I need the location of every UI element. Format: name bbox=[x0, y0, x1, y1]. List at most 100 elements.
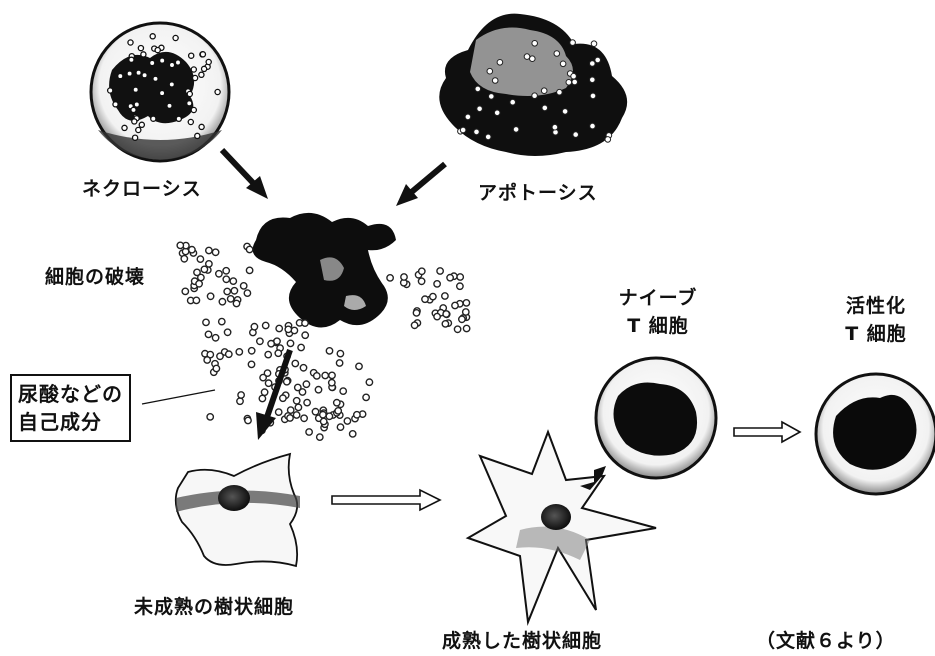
granule-dot bbox=[457, 274, 463, 280]
granule-dot bbox=[136, 127, 141, 132]
label-mature-dc: 成熟した樹状細胞 bbox=[442, 626, 602, 653]
granule-dot bbox=[293, 412, 299, 418]
granule-dot bbox=[401, 274, 407, 280]
granule-dot bbox=[212, 249, 218, 255]
granule-dot bbox=[127, 71, 132, 76]
granule-dot bbox=[160, 91, 165, 96]
granule-dot bbox=[590, 93, 596, 99]
activated-t-line1: 活性化 bbox=[822, 292, 930, 320]
granule-dot bbox=[219, 318, 225, 324]
granule-dot bbox=[133, 135, 138, 140]
granule-dot bbox=[595, 57, 601, 63]
naive-t-line2: T 細胞 bbox=[600, 312, 716, 340]
granule-dot bbox=[265, 351, 271, 357]
granule-dot bbox=[129, 57, 134, 62]
granule-dot bbox=[566, 80, 572, 86]
granule-dot bbox=[454, 326, 460, 332]
granule-dot bbox=[300, 365, 306, 371]
granule-dot bbox=[238, 392, 244, 398]
granule-dot bbox=[175, 60, 180, 65]
arrow-apoptosis-to-destruction bbox=[396, 164, 445, 206]
granule-dot bbox=[413, 310, 419, 316]
granule-dot bbox=[187, 101, 192, 106]
label-necrosis: ネクローシス bbox=[82, 174, 202, 201]
granule-dot bbox=[487, 68, 493, 74]
granule-dot bbox=[280, 395, 286, 401]
granule-dot bbox=[245, 417, 251, 423]
granule-dot bbox=[150, 34, 155, 39]
granule-dot bbox=[344, 418, 350, 424]
granule-dot bbox=[434, 313, 440, 319]
granule-dot bbox=[590, 123, 596, 129]
granule-dot bbox=[284, 379, 290, 385]
granule-dot bbox=[113, 102, 118, 107]
granule-dot bbox=[230, 278, 236, 284]
granule-dot bbox=[422, 296, 428, 302]
arrow-immature-to-mature bbox=[332, 490, 440, 510]
granule-dot bbox=[418, 278, 424, 284]
granule-dot bbox=[207, 293, 213, 299]
granule-dot bbox=[189, 53, 194, 58]
granule-dot bbox=[336, 360, 342, 366]
granule-dot bbox=[131, 107, 136, 112]
granule-dot bbox=[188, 119, 193, 124]
granule-dot bbox=[223, 268, 229, 274]
granule-dot bbox=[223, 276, 229, 282]
granule-dot bbox=[287, 340, 293, 346]
granule-dot bbox=[304, 399, 310, 405]
granule-dot bbox=[337, 350, 343, 356]
label-activated-t-cell: 活性化 T 細胞 bbox=[822, 292, 930, 348]
granule-dot bbox=[510, 99, 516, 105]
granule-dot bbox=[303, 381, 309, 387]
granule-dot bbox=[155, 48, 160, 53]
granule-dot bbox=[276, 325, 282, 331]
granule-dot bbox=[532, 93, 538, 99]
granule-dot bbox=[560, 61, 566, 67]
granule-dot bbox=[302, 332, 308, 338]
granule-dot bbox=[334, 400, 340, 406]
granule-dot bbox=[572, 79, 578, 85]
granule-dot bbox=[276, 409, 282, 415]
granule-dot bbox=[320, 412, 326, 418]
self-components-line1: 尿酸などの bbox=[18, 380, 123, 408]
granule-dot bbox=[457, 283, 463, 289]
granule-dot bbox=[244, 290, 250, 296]
granule-dot bbox=[295, 404, 301, 410]
granule-dot bbox=[301, 415, 307, 421]
granule-dot bbox=[203, 319, 209, 325]
granule-dot bbox=[463, 309, 469, 315]
granule-dot bbox=[285, 326, 291, 332]
granule-dot bbox=[292, 360, 298, 366]
granule-dot bbox=[524, 54, 530, 60]
granule-dot bbox=[160, 58, 165, 63]
label-immature-dc: 未成熟の樹状細胞 bbox=[134, 592, 294, 619]
granule-dot bbox=[141, 52, 146, 57]
granule-dot bbox=[217, 353, 223, 359]
granule-dot bbox=[236, 349, 242, 355]
granule-dot bbox=[261, 389, 267, 395]
label-naive-t-cell: ナイーブ T 細胞 bbox=[600, 284, 716, 340]
granule-dot bbox=[201, 266, 207, 272]
granule-dot bbox=[260, 374, 266, 380]
granule-dot bbox=[337, 424, 343, 430]
granule-dot bbox=[590, 61, 596, 67]
granule-dot bbox=[356, 363, 362, 369]
label-apoptosis: アポトーシス bbox=[478, 178, 598, 205]
granule-dot bbox=[108, 88, 113, 93]
granule-dot bbox=[176, 116, 181, 121]
self-components-line2: 自己成分 bbox=[18, 408, 123, 436]
granule-dot bbox=[411, 322, 417, 328]
apoptotic-cell bbox=[439, 14, 627, 156]
granule-dot bbox=[302, 320, 308, 326]
granule-dot bbox=[259, 395, 265, 401]
arrow-necrosis-to-destruction bbox=[222, 150, 268, 199]
granule-dot bbox=[552, 124, 558, 130]
granule-dot bbox=[139, 122, 144, 127]
granule-dot bbox=[562, 109, 568, 115]
granule-dot bbox=[447, 275, 453, 281]
granule-dot bbox=[321, 418, 327, 424]
naive-t-line1: ナイーブ bbox=[600, 284, 716, 312]
granule-dot bbox=[197, 256, 203, 262]
granule-dot bbox=[571, 73, 577, 79]
